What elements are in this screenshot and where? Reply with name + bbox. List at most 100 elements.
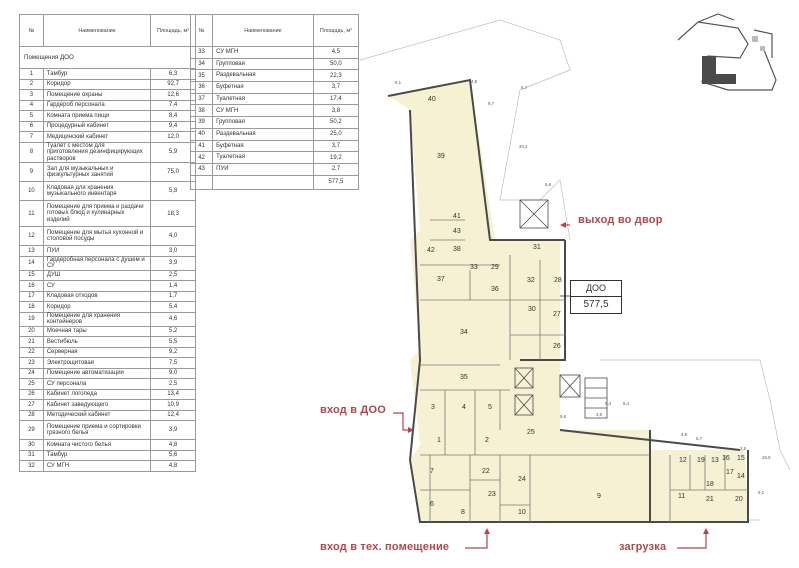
cell-name: Гардеробная персонала с душем и СУ xyxy=(42,255,152,271)
cell-area: 4,6 xyxy=(150,311,196,327)
room-label: 30 xyxy=(528,306,536,313)
col-num-header: № xyxy=(189,14,214,47)
area-note: 5,4 xyxy=(623,401,630,406)
cell-num: 3 xyxy=(19,89,44,101)
cell-num: 35 xyxy=(189,69,214,83)
room-label: 41 xyxy=(453,213,461,220)
cell-num: 12 xyxy=(19,226,44,246)
cell-num: 4 xyxy=(19,99,44,111)
cell-name: Помещение для хранения контейнеров xyxy=(42,311,152,327)
cell-area: 5,2 xyxy=(150,325,196,337)
room-label: 5 xyxy=(488,404,492,411)
cell-num: 29 xyxy=(19,420,44,440)
cell-name: Буфетная xyxy=(212,81,314,94)
cell-name: Тамбур xyxy=(42,68,152,80)
cell-area: 8,4 xyxy=(150,110,196,122)
room-label: 40 xyxy=(428,96,436,103)
cell-num: 21 xyxy=(19,336,44,348)
cell-area: 25,0 xyxy=(312,127,360,141)
cell-num: 37 xyxy=(189,92,214,106)
cell-name: Электрощитовая xyxy=(42,357,152,369)
cell-num: 8 xyxy=(19,141,44,163)
cell-num: 40 xyxy=(189,127,214,141)
table-row: 577,5 xyxy=(189,174,360,190)
cell-area: 5,4 xyxy=(150,301,196,313)
cell-name: Методический кабинет xyxy=(42,409,152,421)
cell-area: 50,2 xyxy=(312,116,360,129)
room-label: 39 xyxy=(437,153,445,160)
room-label: 27 xyxy=(553,311,561,318)
cell-num: 16 xyxy=(19,280,44,292)
area-note: 4,8 xyxy=(471,79,478,84)
cell-area: 12,6 xyxy=(150,89,196,101)
cell-num: 24 xyxy=(19,367,44,379)
cell-area: 7,5 xyxy=(150,357,196,369)
room-label: 26 xyxy=(553,343,561,350)
room-label: 32 xyxy=(527,277,535,284)
cell-area: 92,7 xyxy=(150,78,196,90)
cell-num: 10 xyxy=(19,181,44,201)
cell-name: Туалетная xyxy=(212,151,314,164)
cell-num: 27 xyxy=(19,399,44,411)
cell-name: Помещение для приема и раздачи готовых б… xyxy=(42,200,152,227)
cell-num: 19 xyxy=(19,311,44,327)
cell-name: Гардероб персонала xyxy=(42,99,152,111)
cell-name: Буфетная xyxy=(212,139,314,153)
cell-num xyxy=(189,174,214,190)
cell-area: 5,6 xyxy=(150,449,196,461)
room-label: 24 xyxy=(518,476,526,483)
room-label: 10 xyxy=(518,509,526,516)
room-label: 18 xyxy=(706,481,714,488)
area-note: 5,6 xyxy=(545,182,552,187)
cell-num: 1 xyxy=(19,68,44,80)
cell-area: 2,7 xyxy=(312,162,360,176)
area-note: 3,5 xyxy=(740,446,747,451)
cell-name: Вестибюль xyxy=(42,336,152,348)
section-title: Помещения ДОО xyxy=(19,46,196,69)
cell-num: 33 xyxy=(189,46,214,59)
cell-area: 9,4 xyxy=(150,120,196,132)
cell-area: 5,9 xyxy=(150,141,196,163)
cell-area: 1,7 xyxy=(150,290,196,302)
cell-num: 26 xyxy=(19,388,44,400)
cell-num: 28 xyxy=(19,409,44,421)
cell-area: 3,9 xyxy=(150,420,196,440)
area-note: 4,9 xyxy=(681,432,688,437)
cell-name: Кладовая отходов xyxy=(42,290,152,302)
cell-num: 17 xyxy=(19,290,44,302)
cell-area: 75,0 xyxy=(150,162,196,182)
cell-area: 3,7 xyxy=(312,139,360,153)
cell-name: Групповая xyxy=(212,116,314,129)
cell-area: 1,4 xyxy=(150,280,196,292)
cell-area: 3,8 xyxy=(312,104,360,118)
col-area-header: Площадь, м² xyxy=(150,14,196,47)
cell-name: Кладовая для хранения музыкального инвен… xyxy=(42,181,152,201)
cell-name: СУ МГН xyxy=(212,104,314,118)
cell-num: 31 xyxy=(19,449,44,461)
cell-name: Медицинский кабинет xyxy=(42,131,152,143)
cell-num: 11 xyxy=(19,200,44,227)
